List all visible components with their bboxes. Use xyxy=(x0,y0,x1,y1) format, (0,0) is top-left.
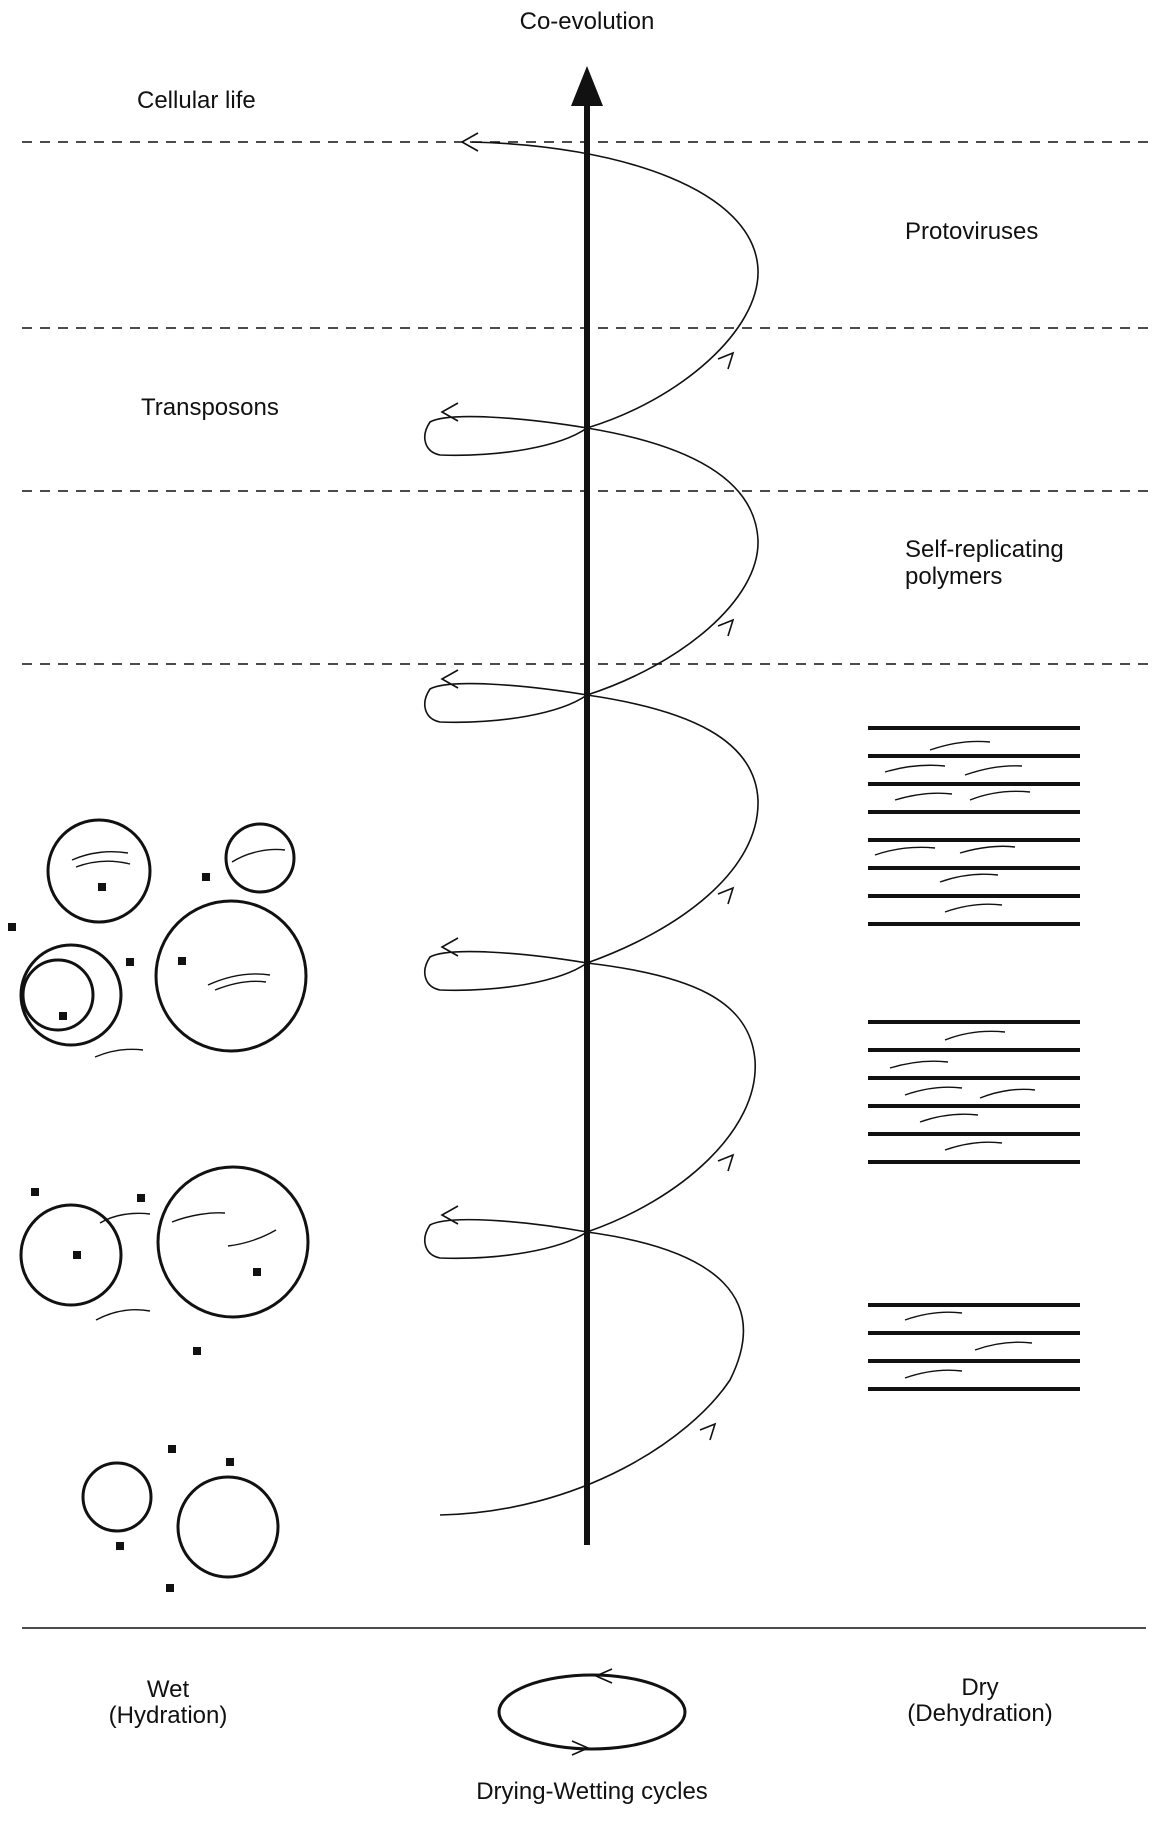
arrow-up-right-icon xyxy=(717,1153,735,1172)
co-evolution-axis xyxy=(571,66,603,1545)
vesicle-polymers xyxy=(71,848,286,1321)
stage-label-transposons: Transposons xyxy=(141,394,279,421)
spiral-path xyxy=(424,141,759,1516)
cycle-caption: Drying-Wetting cycles xyxy=(476,1778,708,1805)
vesicle-icon xyxy=(224,822,296,894)
arrow-up-right-icon xyxy=(717,618,735,637)
arrow-up-right-icon xyxy=(717,351,735,370)
arrow-up-right-icon xyxy=(717,886,735,905)
monomer-dots xyxy=(8,873,261,1592)
vesicles-group xyxy=(19,818,310,1579)
cycle-arrow-icon xyxy=(497,1668,687,1756)
arrow-up-right-icon xyxy=(699,1422,717,1441)
arrow-left-icon xyxy=(440,937,459,957)
spiral-arrows xyxy=(440,132,735,1441)
vesicle-icon xyxy=(154,899,308,1053)
lamellar-polymers xyxy=(874,740,1036,1379)
vesicle-icon xyxy=(81,1461,153,1533)
hydration-label: (Hydration) xyxy=(108,1702,228,1729)
lamellar-stack-icon xyxy=(868,1303,1080,1391)
stage-label-self-replicating: Self-replicating xyxy=(905,536,1064,563)
stage-label-polymers: polymers xyxy=(905,563,1003,590)
stage-label-cellular-life: Cellular life xyxy=(137,87,256,114)
lamellar-stack-icon xyxy=(868,726,1080,926)
axis-arrowhead-icon xyxy=(571,66,603,106)
arrow-left-icon xyxy=(440,1205,459,1225)
lamellar-stack-icon xyxy=(868,1020,1080,1164)
axis-label: Co-evolution xyxy=(519,8,655,35)
stage-label-protoviruses: Protoviruses xyxy=(905,218,1039,245)
dehydration-label: (Dehydration) xyxy=(907,1700,1053,1727)
vesicle-icon xyxy=(156,1165,310,1319)
vesicle-icon xyxy=(19,943,123,1047)
vesicle-icon xyxy=(176,1475,280,1579)
arrow-left-icon xyxy=(440,669,459,689)
vesicle-icon xyxy=(46,818,152,924)
vesicle-icon xyxy=(19,1203,123,1307)
arrow-left-icon xyxy=(460,132,479,152)
wet-label: Wet xyxy=(146,1676,190,1703)
vesicle-icon xyxy=(21,958,95,1032)
dry-label: Dry xyxy=(961,1674,999,1701)
arrow-left-icon xyxy=(440,402,459,422)
